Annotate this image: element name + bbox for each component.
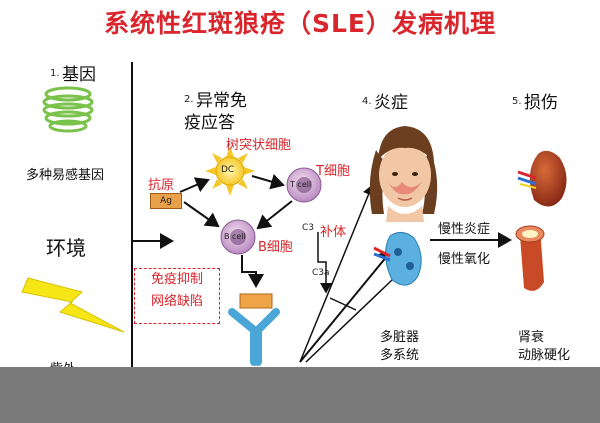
section-5-title: 损伤: [524, 93, 558, 113]
section-5-number: 5.: [512, 96, 522, 107]
antibody-icon: [228, 293, 280, 366]
chronic-inflammation-label: 慢性炎症: [438, 222, 491, 237]
environment-label: 环境: [46, 236, 86, 260]
dendritic-cell-sun-icon: [205, 146, 255, 196]
section-2-title-line2: 疫应答: [184, 113, 235, 133]
section-2-number: 2.: [184, 94, 194, 105]
susceptibility-genes-label: 多种易感基因: [26, 168, 105, 183]
section-2-title-line1: 异常免: [196, 91, 247, 111]
lightning-icon: [21, 277, 125, 333]
dc-label: DC: [221, 165, 235, 175]
complement-label: 补体: [320, 225, 347, 240]
dendritic-cell-label: 树突状细胞: [226, 138, 292, 153]
damaged-kidney-icon: [517, 150, 567, 207]
b-cell-text: B cell: [224, 232, 246, 241]
section-4-title: 炎症: [374, 93, 408, 113]
b-cell-icon: [220, 219, 256, 255]
multi-system-label: 多系统: [380, 348, 420, 363]
chronic-oxidation-label: 慢性氧化: [438, 252, 491, 267]
section-1-title: 基因: [62, 65, 96, 85]
arteriosclerosis-label: 动脉硬化: [518, 348, 571, 363]
c3-label: C3: [302, 223, 315, 233]
ag-box: Ag: [150, 193, 182, 209]
antigen-label: 抗原: [148, 178, 175, 193]
multi-organ-label: 多脏器: [380, 330, 420, 345]
dna-coil-icon: [42, 86, 94, 133]
immune-defect-line2: 网络缺陷: [150, 294, 203, 309]
b-cell-cn-label: B细胞: [258, 240, 293, 255]
inflamed-kidney-icon: [373, 232, 422, 286]
t-cell-cn-label: T细胞: [316, 164, 350, 179]
section-1-number: 1.: [50, 68, 60, 79]
c3a-label: C3a: [312, 268, 330, 278]
immune-defect-line1: 免疫抑制: [150, 272, 203, 287]
t-cell-icon: [286, 167, 322, 203]
patient-face-icon: [369, 126, 438, 222]
immune-defect-box: 免疫抑制 网络缺陷: [134, 268, 220, 324]
renal-failure-label: 肾衰: [518, 330, 545, 345]
page-title: 系统性红斑狼疮（SLE）发病机理: [103, 9, 496, 38]
divider-line: [131, 62, 133, 367]
t-cell-text: T cell: [290, 180, 312, 189]
section-4-number: 4.: [362, 96, 372, 107]
bottom-overlay-bar: [0, 367, 600, 423]
artery-icon: [515, 225, 545, 291]
